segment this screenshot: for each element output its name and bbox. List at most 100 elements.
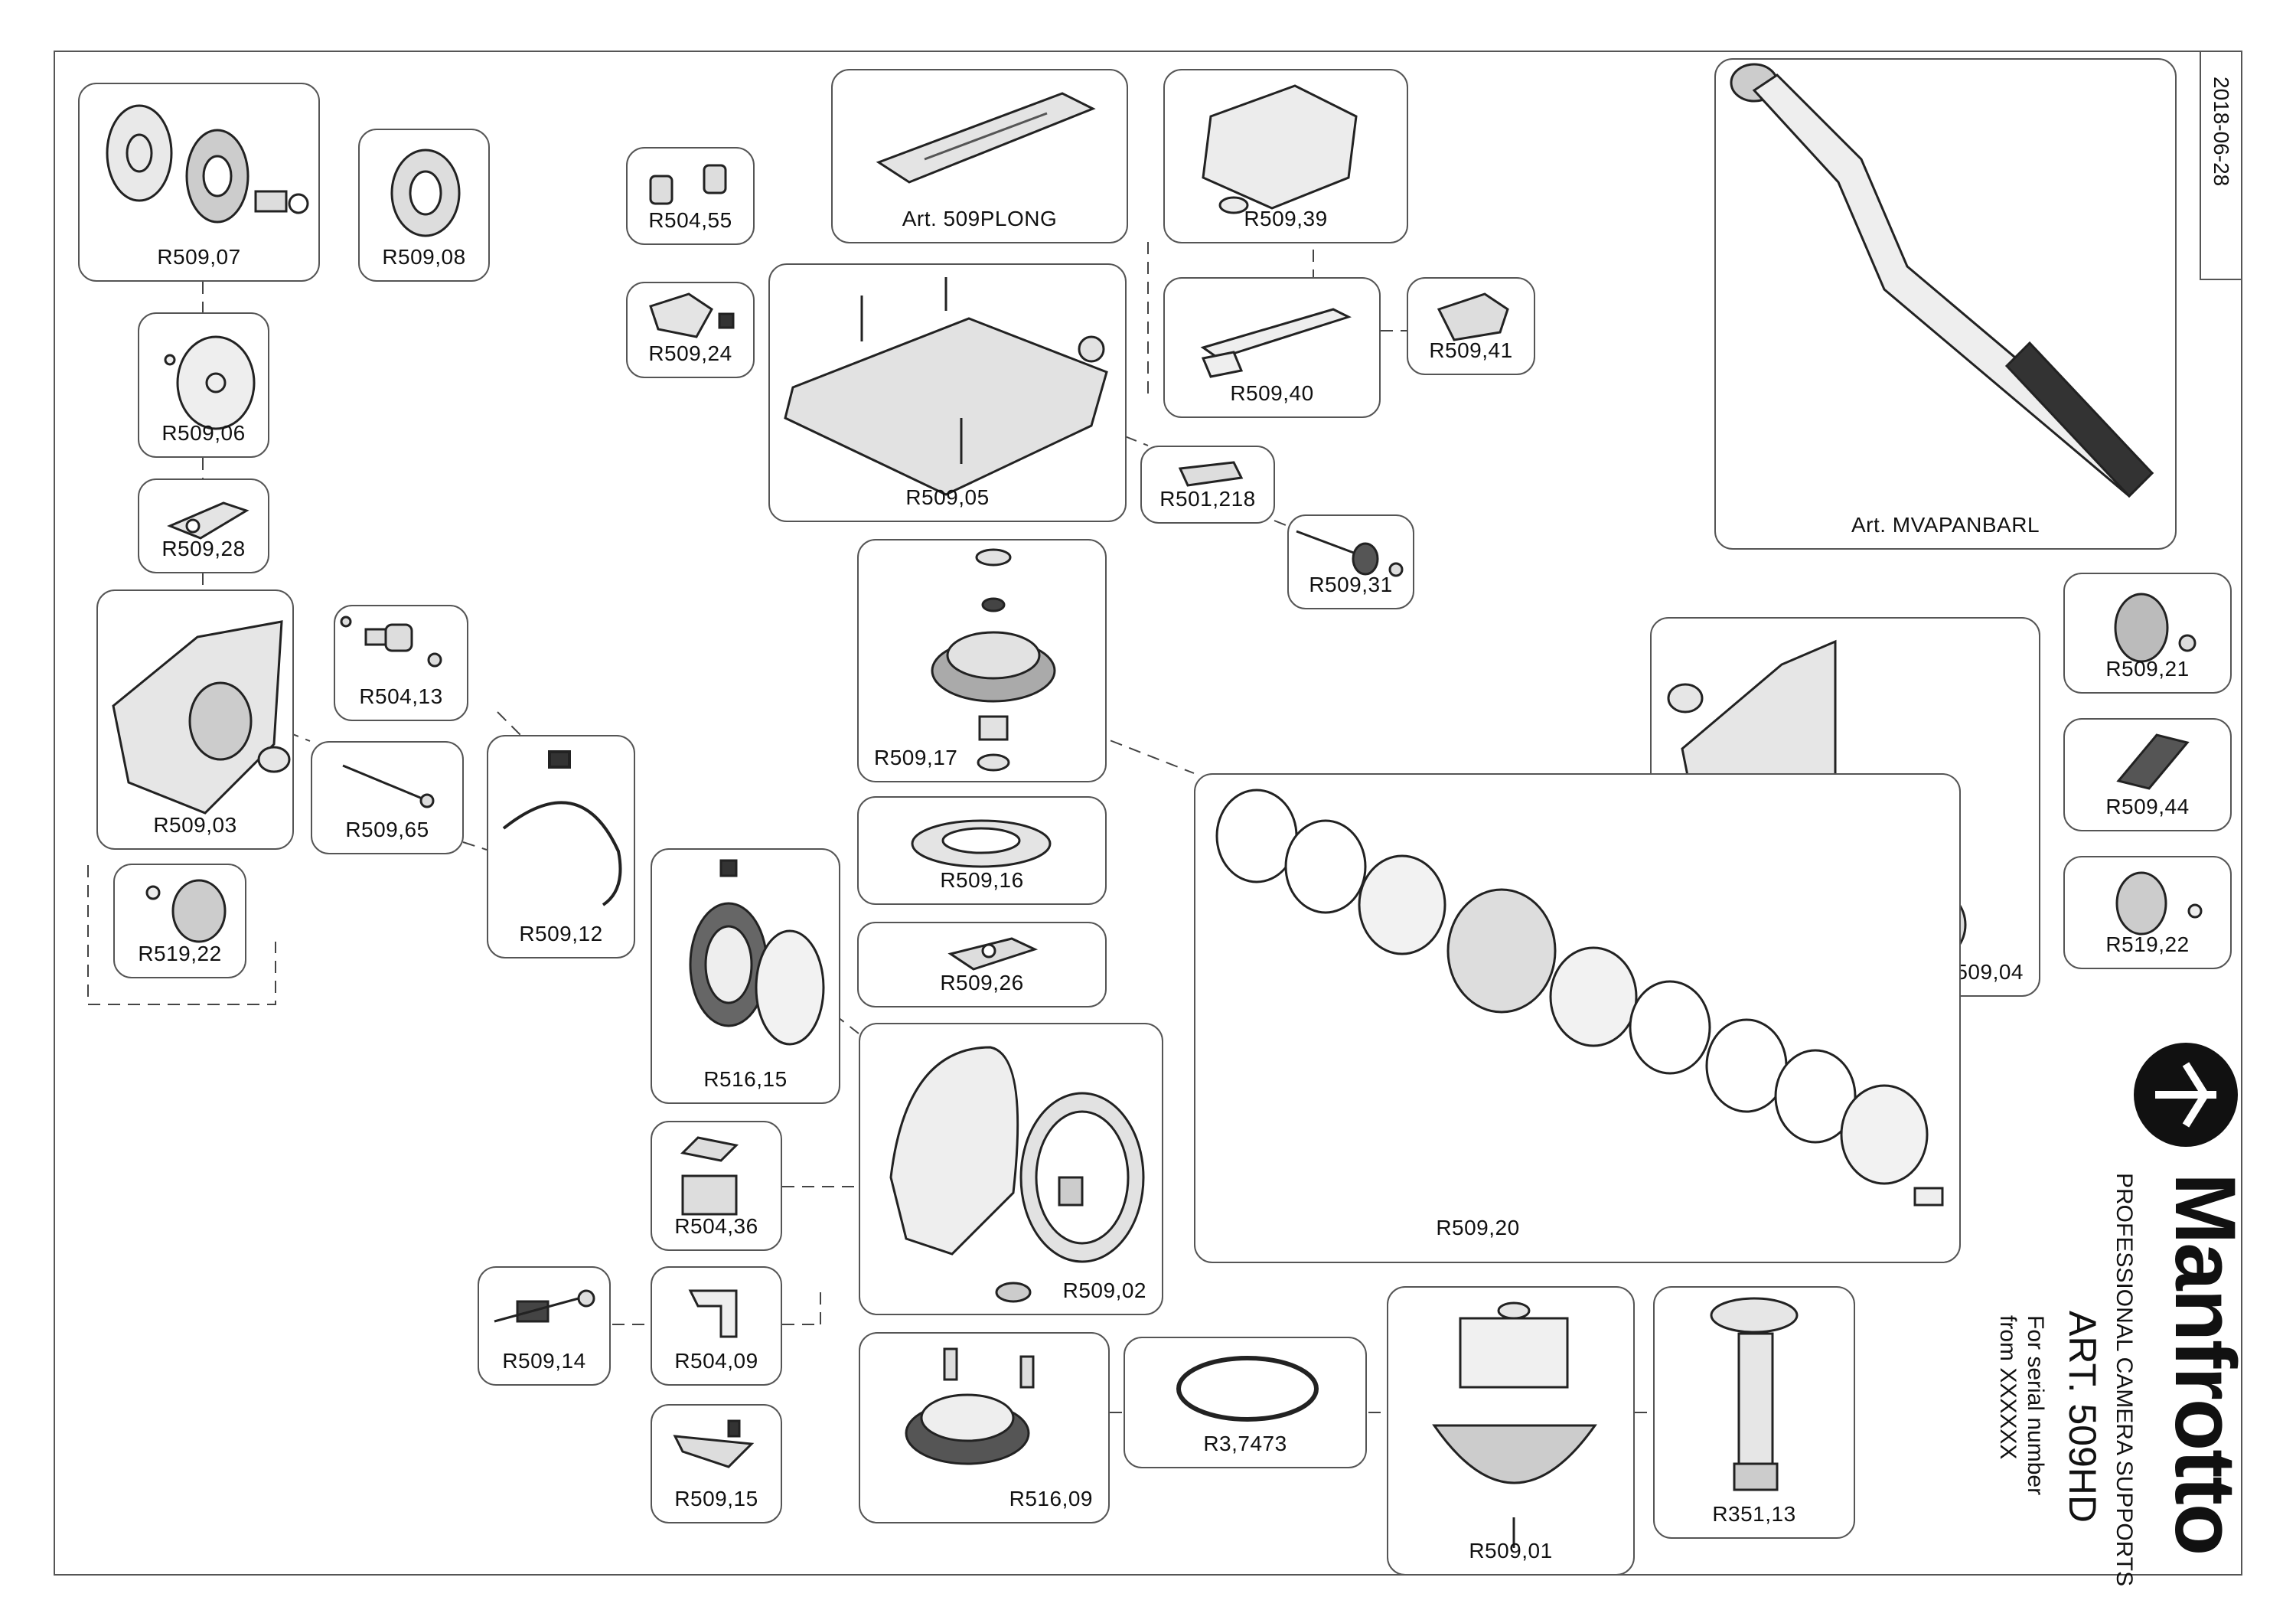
part-r509-03[interactable]: R509,03 [96,589,294,850]
part-label: R504,09 [674,1349,758,1373]
part-label: R501,218 [1159,487,1256,511]
part-r509-39[interactable]: R509,39 [1163,69,1408,243]
part-r351-13[interactable]: R351,13 [1653,1286,1855,1539]
part-r509-28[interactable]: R509,28 [138,478,269,573]
part-label: Art. MVAPANBARL [1851,513,2040,537]
part-label: R504,13 [359,684,443,708]
gear-drawing [2114,593,2197,663]
part-r509-40[interactable]: R509,40 [1163,277,1381,418]
link-drawing [167,501,249,540]
part-r501-218[interactable]: R501,218 [1140,446,1275,524]
part-label: R509,07 [157,245,241,269]
leveling-column-drawing [1710,1297,1799,1491]
lever-knob-drawing [494,1289,595,1323]
bracket-drawing [1202,84,1358,214]
part-r509-05[interactable]: R509,05 [768,263,1127,522]
part-r509-15[interactable]: R509,15 [651,1404,782,1523]
part-label: R516,09 [1009,1487,1093,1510]
brake-discs-drawing [689,859,825,1046]
part-r509-24[interactable]: R509,24 [626,282,755,378]
part-label: R509,15 [674,1487,758,1510]
part-label: R509,16 [940,868,1024,892]
part-r504-55[interactable]: R504,55 [626,147,755,245]
serial-line-2: from XXXXXX [1995,1315,2020,1460]
part-r509-02[interactable]: R509,02 [859,1023,1163,1315]
part-label: R509,41 [1429,338,1513,362]
date-box [2200,51,2242,280]
part-r516-15[interactable]: R516,15 [651,848,840,1104]
part-label: R509,14 [502,1349,586,1373]
part-r509-14[interactable]: R509,14 [478,1266,611,1386]
part-label: R509,17 [874,746,958,769]
part-r509-16[interactable]: R509,16 [857,796,1107,905]
part-r509-31[interactable]: R509,31 [1287,514,1414,609]
plate-decal-drawing [2116,733,2190,790]
part-label: R509,31 [1309,573,1393,596]
o-ring-drawing [1176,1356,1319,1422]
ring-plate-drawing [911,819,1052,868]
part-r509-08[interactable]: R509,08 [358,129,490,282]
part-mvapanbarl[interactable]: Art. MVAPANBARL [1714,58,2177,550]
plate-spring-drawing [673,1419,755,1468]
part-r504-13[interactable]: R504,13 [334,605,468,721]
part-r509-65[interactable]: R509,65 [311,741,464,854]
manfrotto-logo-icon [2134,1043,2238,1147]
clip-drawing [649,292,735,338]
part-label: R509,01 [1469,1539,1553,1563]
part-label: Art. 509PLONG [902,207,1058,230]
part-label: R509,05 [905,485,990,509]
part-r509-12[interactable]: R509,12 [487,735,635,958]
part-r516-09[interactable]: R516,09 [859,1332,1110,1523]
part-r509-06[interactable]: R509,06 [138,312,269,458]
part-label: R504,36 [674,1214,758,1238]
shaft-drawing [1296,530,1404,577]
part-509plong[interactable]: Art. 509PLONG [831,69,1128,243]
part-label: R509,12 [519,922,603,945]
part-r504-09[interactable]: R504,09 [651,1266,782,1386]
part-label: R516,15 [703,1067,788,1091]
part-label: R509,28 [161,537,246,560]
part-label: R509,26 [940,971,1024,994]
part-label: R504,55 [648,208,732,232]
knob-stack-drawing [931,548,1056,772]
part-label: R3,7473 [1203,1432,1287,1455]
part-r519-22-left[interactable]: R519,22 [113,864,246,978]
article-number: ART. 509HD [2061,1311,2104,1523]
pan-bar-drawing [1730,63,2154,498]
brake-hub-drawing [905,1347,1035,1465]
part-r509-44[interactable]: R509,44 [2063,718,2232,831]
part-label: R509,03 [153,813,237,837]
part-r509-20[interactable]: R509,20 [1194,773,1961,1263]
part-label: R509,39 [1244,207,1328,230]
sheet-border [54,51,2242,1576]
part-r509-26[interactable]: R509,26 [857,922,1107,1007]
part-r509-07[interactable]: R509,07 [78,83,320,282]
brand-name: Manfrotto [2157,1173,2253,1555]
part-label: R351,13 [1712,1502,1796,1526]
part-r509-21[interactable]: R509,21 [2063,573,2232,694]
part-r509-41[interactable]: R509,41 [1407,277,1535,375]
clamp-drawing [947,937,1039,971]
part-label: R509,24 [648,341,732,365]
arc-band-drawing [502,750,622,906]
pins-drawing [649,164,727,205]
main-body-drawing [889,1046,1145,1303]
part-r504-36[interactable]: R504,36 [651,1121,782,1251]
gear-assembly-drawing [106,104,309,224]
disc-drawing [164,335,256,430]
spring-pin-drawing [340,616,442,668]
part-label: R519,22 [2105,932,2190,956]
part-r509-17[interactable]: R509,17 [857,539,1107,782]
part-r3-7473[interactable]: R3,7473 [1124,1337,1367,1468]
part-label: R519,22 [138,942,222,965]
pulley-drawing [390,149,461,237]
rod-drawing [342,764,435,808]
part-r519-22-right[interactable]: R519,22 [2063,856,2232,969]
base-plate-drawing [784,277,1108,496]
part-label: R509,02 [1062,1278,1146,1302]
label-strip-drawing [1200,308,1352,378]
part-r509-01[interactable]: R509,01 [1387,1286,1635,1576]
tab-drawing [1437,292,1509,341]
crown-gear-drawing [2115,871,2203,936]
